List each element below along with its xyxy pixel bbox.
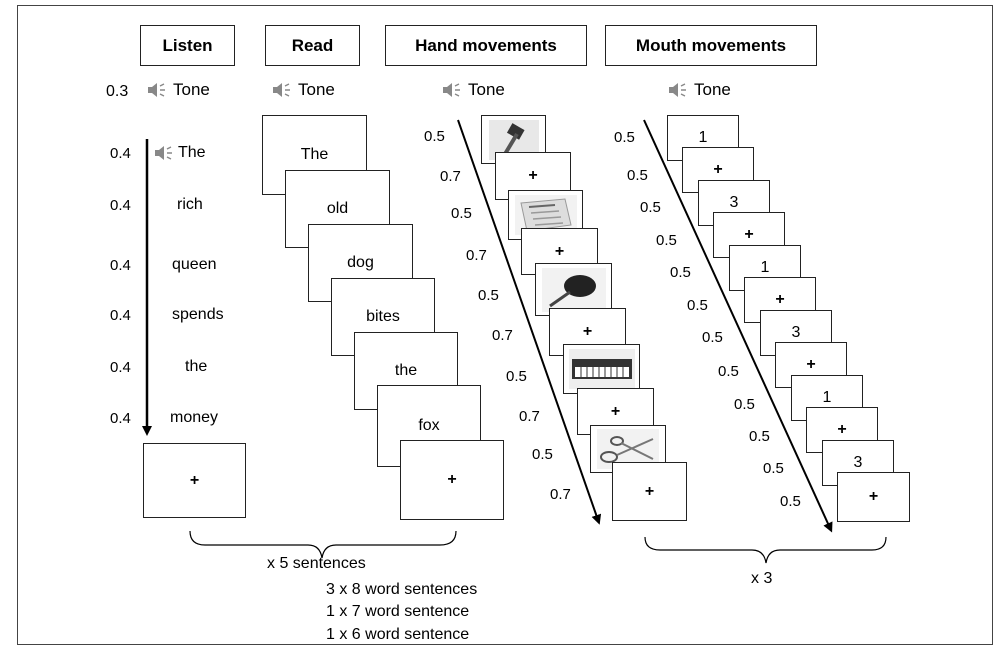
keyboard-image (568, 349, 635, 389)
repeat-brace (644, 536, 887, 564)
speaker-icon (155, 146, 172, 160)
hand-duration: 0.5 (424, 128, 445, 145)
note-sentences: x 5 sentences (267, 555, 366, 572)
listen-word: The (178, 144, 206, 161)
fixation-cross: + (189, 471, 200, 489)
listen-word: queen (172, 256, 217, 273)
header-listen: Listen (140, 25, 235, 66)
hand-fixation-card: + (612, 462, 687, 521)
hand-duration: 0.5 (532, 446, 553, 463)
hand-duration: 0.5 (478, 287, 499, 304)
speaker-icon (273, 83, 290, 97)
mouth-card-label: + (713, 161, 723, 178)
fixation-cross: + (644, 482, 655, 500)
header-mouth-movements: Mouth movements (605, 25, 817, 66)
tone-read: Tone (272, 80, 335, 100)
fixation-cross: + (528, 167, 538, 184)
read-word: fox (418, 417, 440, 434)
tone-label: Tone (173, 80, 210, 99)
listen-duration: 0.4 (110, 145, 131, 162)
figure-frame (17, 5, 993, 645)
speaker-icon (148, 83, 165, 97)
listen-duration: 0.4 (110, 359, 131, 376)
listen-duration: 0.4 (110, 257, 131, 274)
mouth-card: + (837, 472, 910, 522)
speaker-icon (669, 83, 686, 97)
mouth-card-label: 3 (729, 194, 739, 211)
header-read: Read (265, 25, 360, 66)
fixation-cross: + (610, 402, 621, 420)
mouth-duration: 0.5 (763, 460, 784, 477)
tone-duration: 0.3 (106, 83, 129, 100)
hand-image-card (590, 425, 666, 473)
hand-duration: 0.7 (466, 247, 487, 264)
hand-duration: 0.7 (519, 408, 540, 425)
listen-word: money (170, 409, 219, 426)
hand-duration: 0.7 (550, 486, 571, 503)
read-word: the (394, 362, 418, 379)
hand-duration: 0.5 (451, 205, 472, 222)
listen-duration: 0.4 (110, 197, 131, 214)
mouth-duration: 0.5 (780, 493, 801, 510)
mouth-card-label: + (837, 421, 847, 438)
mouth-duration: 0.5 (718, 363, 739, 380)
listen-fixation-card: + (143, 443, 246, 518)
sentences-brace (189, 530, 457, 559)
fixation-cross: + (447, 471, 457, 488)
duster-image (541, 267, 606, 312)
mouth-card-label: + (868, 488, 879, 505)
tone-hand: Tone (442, 80, 505, 100)
mouth-card-label: 1 (698, 129, 708, 146)
mouth-duration: 0.5 (687, 297, 708, 314)
hand-duration: 0.7 (492, 327, 513, 344)
mouth-card-label: + (744, 226, 754, 243)
read-fixation-card: + (400, 440, 504, 520)
tone-label: Tone (468, 80, 505, 99)
mouth-card-label: + (806, 356, 816, 373)
hand-time-arrow (457, 119, 602, 525)
hand-duration: 0.7 (440, 168, 461, 185)
mouth-card-label: 3 (791, 324, 801, 341)
mouth-duration: 0.5 (627, 167, 648, 184)
tone-mouth: Tone (668, 80, 731, 100)
mouth-duration: 0.5 (749, 428, 770, 445)
hand-image-card (535, 263, 612, 316)
note-repeat: x 3 (751, 570, 773, 587)
note-seven-word: 1 x 7 word sentence (326, 603, 470, 620)
read-word: dog (347, 254, 374, 271)
mouth-time-arrow (643, 119, 833, 533)
listen-duration: 0.4 (110, 307, 131, 324)
tone-listen: Tone (147, 80, 210, 100)
mouth-card-label: 1 (822, 389, 832, 406)
mouth-duration: 0.5 (614, 129, 635, 146)
read-word: bites (366, 308, 400, 325)
tone-label: Tone (298, 80, 335, 99)
mouth-duration: 0.5 (702, 329, 723, 346)
fixation-cross: + (582, 323, 593, 340)
mouth-duration: 0.5 (670, 264, 691, 281)
mouth-card-label: 3 (853, 454, 863, 471)
mouth-card-label: + (775, 291, 785, 308)
hand-image-card (563, 344, 640, 394)
listen-duration: 0.4 (110, 410, 131, 427)
listen-word: spends (172, 306, 224, 323)
listen-word: rich (177, 196, 203, 213)
speaker-icon (443, 83, 460, 97)
mouth-card-label: 1 (760, 259, 770, 276)
mouth-duration: 0.5 (640, 199, 661, 216)
fixation-cross: + (554, 242, 565, 260)
read-word: The (300, 146, 329, 163)
note-eight-word: 3 x 8 word sentences (326, 581, 478, 598)
tone-label: Tone (694, 80, 731, 99)
listen-word: the (185, 358, 208, 375)
mouth-duration: 0.5 (656, 232, 677, 249)
header-hand-movements: Hand movements (385, 25, 587, 66)
note-six-word: 1 x 6 word sentence (326, 626, 470, 643)
hand-duration: 0.5 (506, 368, 527, 385)
read-word: old (326, 200, 349, 217)
mouth-duration: 0.5 (734, 396, 755, 413)
